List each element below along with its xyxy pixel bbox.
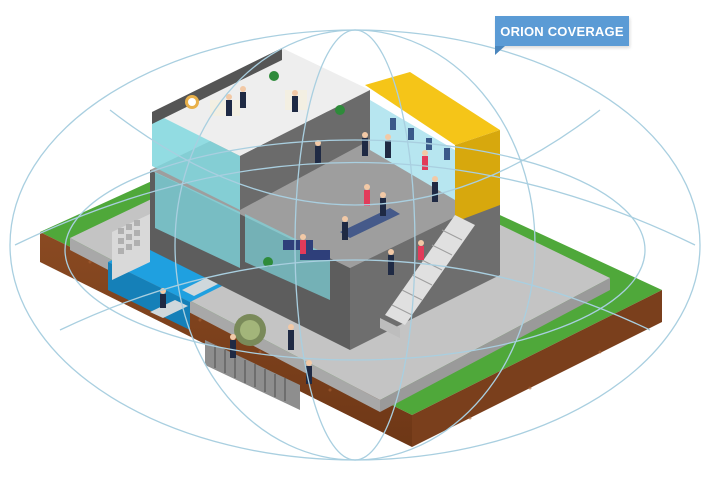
building-upper-floor xyxy=(152,48,370,267)
plant-icon xyxy=(263,257,273,267)
badge-tail xyxy=(495,46,505,55)
waiting-seats xyxy=(283,240,330,260)
badge-label: ORION COVERAGE xyxy=(500,23,624,39)
people xyxy=(160,86,438,384)
glass-office-left xyxy=(155,172,240,268)
plant-icon xyxy=(269,71,279,81)
glass-office-right xyxy=(245,214,330,300)
staircase xyxy=(380,215,475,338)
entrance-gate xyxy=(205,340,300,410)
plant-icon xyxy=(335,105,345,115)
orion-coverage-badge: ORION COVERAGE xyxy=(495,16,629,46)
coverage-dome xyxy=(9,29,701,461)
